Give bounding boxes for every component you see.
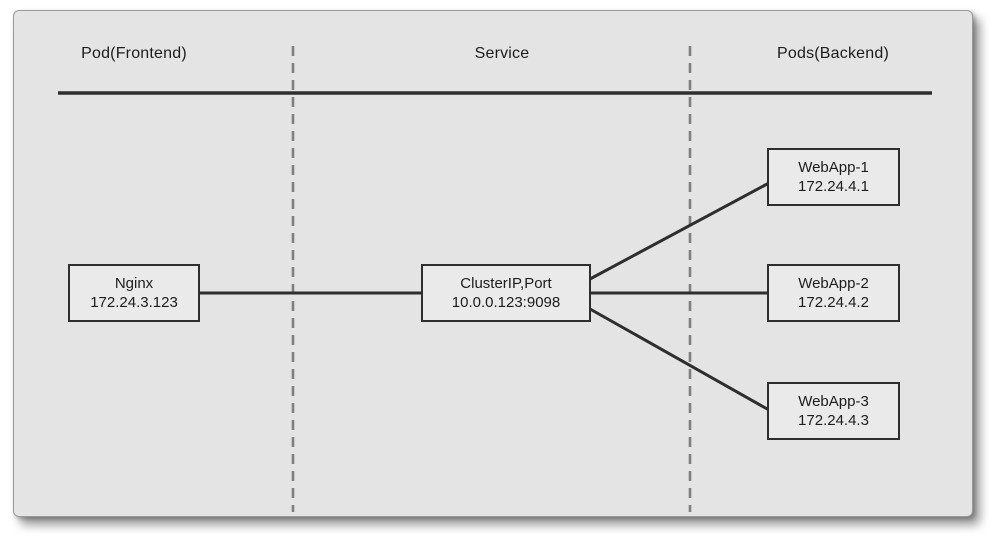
lane-label-frontend: Pod(Frontend)	[81, 45, 187, 62]
node-webapp-3: WebApp-3 172.24.4.3	[767, 382, 900, 440]
node-service-title: ClusterIP,Port	[460, 275, 552, 292]
node-webapp-2-title: WebApp-2	[798, 275, 869, 292]
lane-label-service: Service	[474, 45, 530, 62]
node-nginx-ip: 172.24.3.123	[90, 294, 178, 311]
lane-label-backend: Pods(Backend)	[777, 45, 889, 62]
node-webapp-2-ip: 172.24.4.2	[798, 294, 869, 311]
node-nginx-title: Nginx	[114, 275, 154, 292]
node-webapp-2: WebApp-2 172.24.4.2	[767, 264, 900, 322]
node-service-ip-port: 10.0.0.123:9098	[451, 294, 561, 311]
node-webapp-1-title: WebApp-1	[798, 159, 869, 176]
node-nginx: Nginx 172.24.3.123	[68, 264, 200, 322]
node-webapp-1-ip: 172.24.4.1	[798, 178, 869, 195]
node-webapp-3-title: WebApp-3	[798, 393, 869, 410]
node-service-clusterip: ClusterIP,Port 10.0.0.123:9098	[421, 264, 591, 322]
node-webapp-3-ip: 172.24.4.3	[798, 412, 869, 429]
node-webapp-1: WebApp-1 172.24.4.1	[767, 148, 900, 206]
